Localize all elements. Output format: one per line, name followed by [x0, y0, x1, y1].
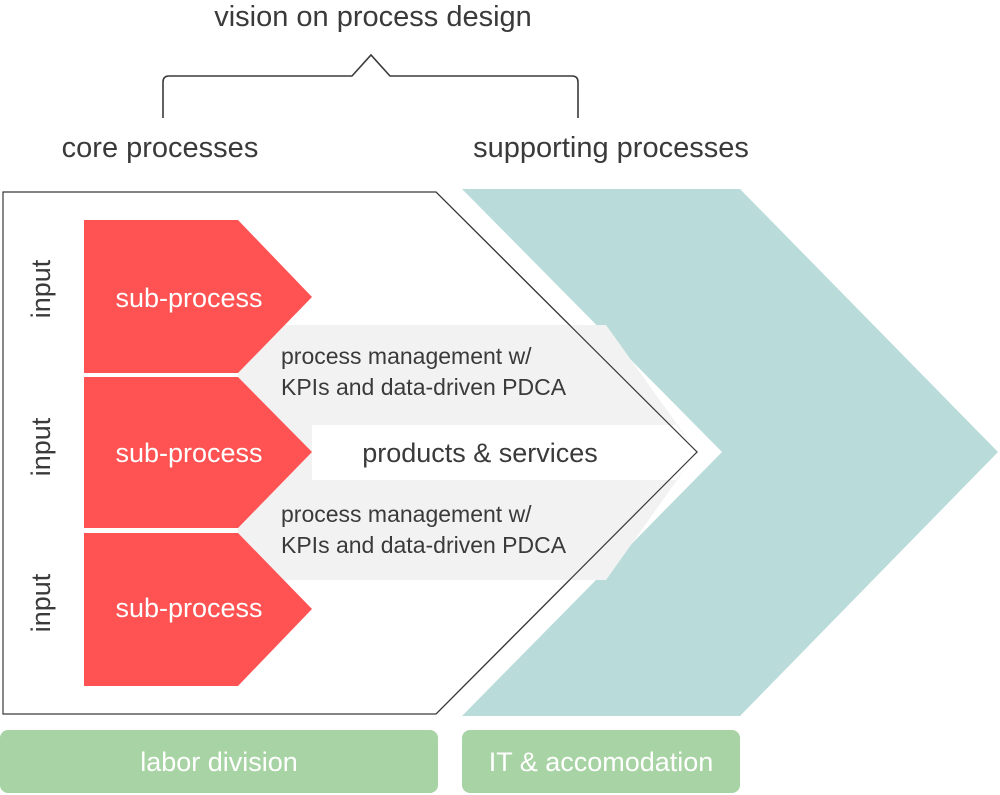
input-label-2: input: [26, 417, 56, 476]
supporting-processes-heading: supporting processes: [473, 132, 749, 164]
core-processes-heading: core processes: [62, 132, 259, 164]
management-band-1-line2: KPIs and data-driven PDCA: [281, 374, 567, 400]
sub-process-shape-3: [84, 533, 312, 686]
core-outline-tip: [435, 191, 698, 715]
management-band-2-line2: KPIs and data-driven PDCA: [281, 532, 567, 558]
input-label-3: input: [26, 573, 56, 632]
output-lane: [312, 425, 697, 480]
it-accomodation-label: IT & accomodation: [489, 747, 714, 777]
it-accomodation-box: [462, 730, 740, 793]
labor-division-box: [0, 730, 438, 793]
products-services-label: products & services: [362, 438, 598, 468]
management-band-2-line1: process management w/: [281, 501, 532, 527]
management-band-1-line1: process management w/: [281, 343, 532, 369]
input-label-1: input: [26, 259, 56, 318]
supporting-processes-chevron: [462, 189, 998, 716]
sub-process-label-3: sub-process: [115, 593, 262, 623]
labor-division-label: labor division: [140, 747, 298, 777]
vision-title: vision on process design: [214, 1, 532, 33]
sub-process-shape-1: [84, 220, 312, 373]
sub-process-label-2: sub-process: [115, 438, 262, 468]
sub-process-shape-2: [84, 377, 312, 528]
sub-process-label-1: sub-process: [115, 283, 262, 313]
vision-brace: [162, 53, 579, 118]
